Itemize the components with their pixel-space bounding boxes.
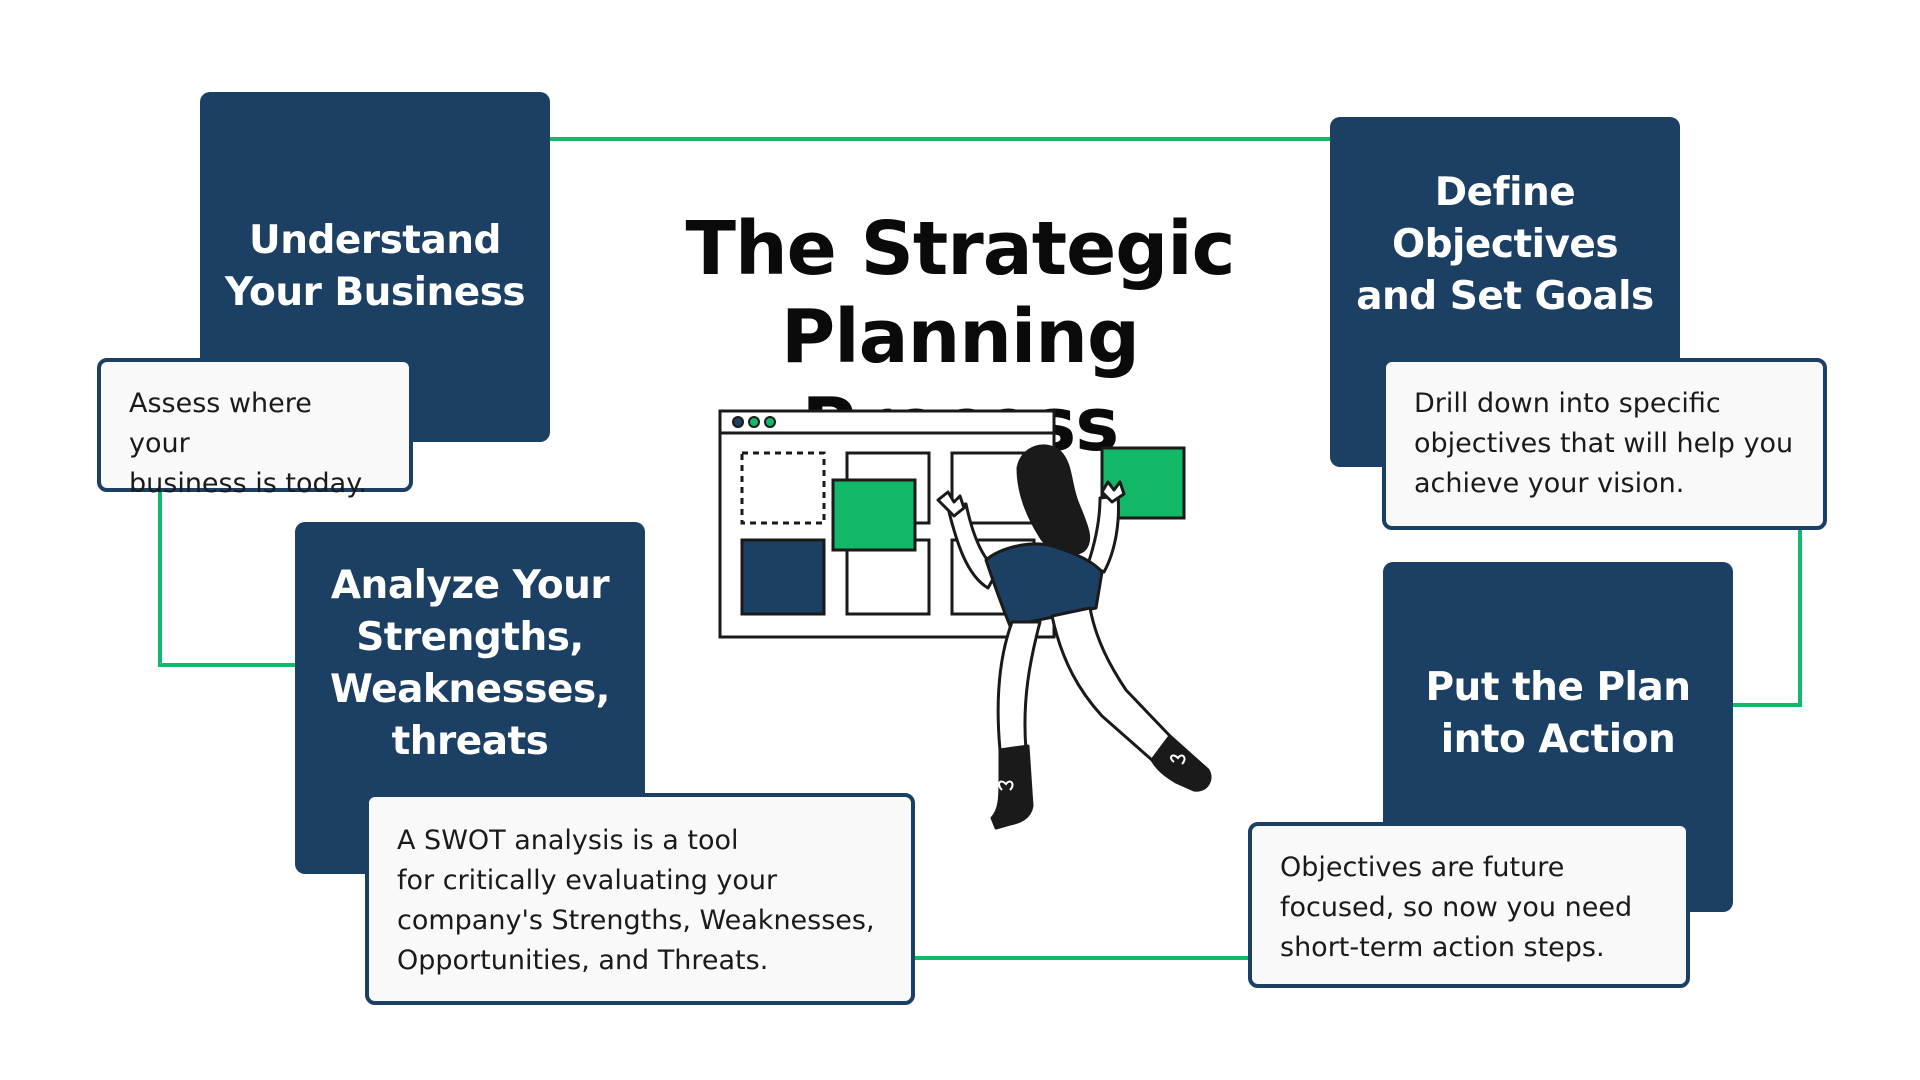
description-line: Assess where your (129, 388, 312, 459)
step-action-heading-line: into Action (1440, 717, 1676, 762)
step-understand-box: Understand Your Business (200, 92, 550, 442)
description-line: business is today. (129, 468, 367, 499)
description-line: company's Strengths, Weaknesses, (397, 905, 875, 936)
step-analyze-heading: Analyze Your Strengths, Weaknesses, thre… (330, 560, 610, 768)
step-analyze-heading-line: Analyze Your (330, 563, 610, 608)
description-line: Drill down into specific (1414, 388, 1721, 419)
woman-arranging-boards-icon (718, 409, 1212, 830)
step-analyze-description: A SWOT analysis is a tool for critically… (365, 793, 915, 1005)
step-action-heading-line: Put the Plan (1425, 665, 1691, 710)
step-define-heading-line: and Set Goals (1356, 274, 1654, 319)
step-action-description: Objectives are future focused, so now yo… (1248, 822, 1690, 988)
description-line: Objectives are future (1280, 852, 1565, 883)
step-understand-heading: Understand Your Business (224, 215, 526, 319)
step-analyze-heading-line: Strengths, (356, 615, 584, 660)
title-line: The Strategic (685, 206, 1236, 292)
description-line: Opportunities, and Threats. (397, 945, 769, 976)
connector-left (158, 490, 295, 667)
description-line: A SWOT analysis is a tool (397, 825, 739, 856)
description-line: focused, so now you need (1280, 892, 1633, 923)
step-define-heading: Define Objectives and Set Goals (1356, 167, 1654, 323)
description-line: objectives that will help you (1414, 428, 1794, 459)
step-understand-heading-line: Understand (249, 218, 501, 263)
step-define-heading-line: Objectives (1391, 222, 1619, 267)
connector-right (1730, 525, 1802, 707)
step-analyze-heading-line: Weaknesses, (330, 667, 610, 712)
step-understand-description: Assess where your business is today. (97, 358, 413, 499)
step-understand-heading-line: Your Business (224, 270, 526, 315)
step-analyze-heading-line: threats (391, 719, 549, 764)
step-define-description: Drill down into specific objectives that… (1382, 358, 1827, 530)
step-define-heading-line: Define (1434, 170, 1576, 215)
description-line: for critically evaluating your (397, 865, 778, 896)
description-line: short-term action steps. (1280, 932, 1605, 963)
step-action-heading: Put the Plan into Action (1425, 662, 1691, 766)
description-line: achieve your vision. (1414, 468, 1685, 499)
